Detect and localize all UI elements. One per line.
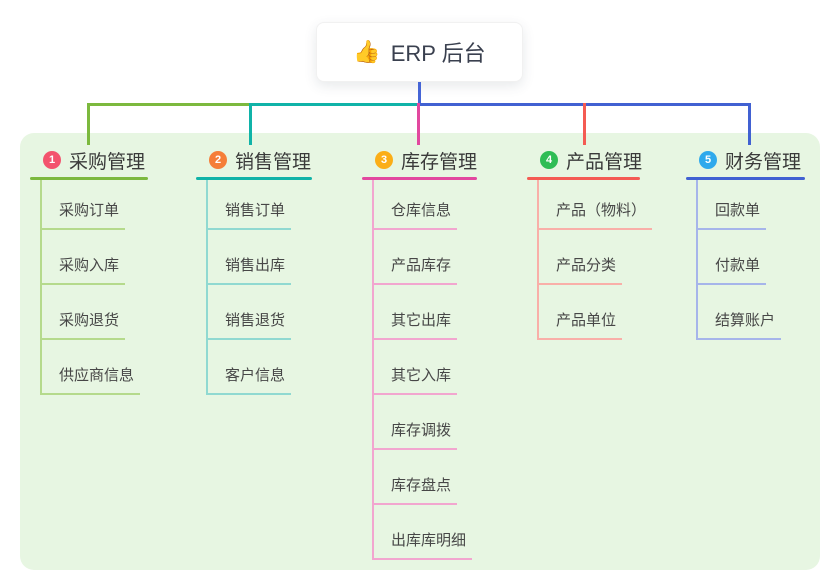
child-node[interactable]: 付款单 [698, 254, 767, 285]
thumbs-up-icon: 👍 [353, 39, 381, 64]
branch-node[interactable]: 4 产品管理 [527, 145, 643, 175]
child-node[interactable]: 采购入库 [42, 254, 126, 285]
branch-number-badge: 1 [43, 151, 61, 169]
branch-node-label: 销售管理 [235, 151, 312, 173]
child-node[interactable]: 采购退货 [42, 309, 126, 340]
rail-line-left [87, 103, 252, 106]
branch-4: 4 产品管理产品（物料） 产品分类产品单位 [527, 145, 653, 340]
child-node[interactable]: 销售出库 [208, 254, 292, 285]
branch-node-label: 财务管理 [725, 151, 802, 173]
branch-node[interactable]: 3 库存管理 [362, 145, 477, 175]
root-node-label: ERP 后台 [390, 41, 486, 66]
child-row: 客户信息 [208, 340, 292, 395]
branch-children-group: 仓库信息产品库存其它出库其它入库库存调拨库存盘点出库库明细 [372, 180, 473, 560]
child-node[interactable]: 供应商信息 [42, 364, 141, 395]
branch-number-badge: 3 [375, 151, 393, 169]
child-row: 其它入库 [374, 340, 458, 395]
child-row: 采购退货 [42, 285, 126, 340]
child-node[interactable]: 其它出库 [374, 309, 458, 340]
child-node[interactable]: 产品单位 [539, 309, 623, 340]
child-row: 销售出库 [208, 230, 292, 285]
child-row: 其它出库 [374, 285, 458, 340]
child-node[interactable]: 产品分类 [539, 254, 623, 285]
child-row: 采购订单 [42, 180, 126, 230]
rail-line-mid [249, 103, 420, 106]
branch-number-badge: 5 [699, 151, 717, 169]
child-node[interactable]: 结算账户 [698, 309, 782, 340]
child-node[interactable]: 回款单 [698, 199, 767, 230]
child-node[interactable]: 出库库明细 [374, 529, 473, 560]
branch-underline [527, 177, 640, 180]
branch-underline [30, 177, 148, 180]
branch-node[interactable]: 2 销售管理 [196, 145, 312, 175]
branch-3: 3 库存管理仓库信息产品库存其它出库其它入库库存调拨库存盘点出库库明细 [362, 145, 477, 560]
child-node[interactable]: 仓库信息 [374, 199, 458, 230]
child-row: 销售退货 [208, 285, 292, 340]
branch-drop-line [748, 103, 751, 145]
child-row: 产品库存 [374, 230, 458, 285]
branch-children-group: 采购订单采购入库采购退货供应商信息 [40, 180, 141, 395]
child-node[interactable]: 采购订单 [42, 199, 126, 230]
branch-number-badge: 2 [209, 151, 227, 169]
child-row: 产品（物料） [539, 180, 653, 230]
child-node[interactable]: 客户信息 [208, 364, 292, 395]
child-row: 库存调拨 [374, 395, 458, 450]
child-row: 库存盘点 [374, 450, 458, 505]
branch-node-label: 采购管理 [69, 151, 146, 173]
child-row: 仓库信息 [374, 180, 458, 230]
branch-drop-line [249, 103, 252, 145]
child-row: 供应商信息 [42, 340, 141, 395]
branch-5: 5 财务管理回款单付款单结算账户 [686, 145, 805, 340]
root-stem-line [418, 82, 421, 106]
branch-node-label: 产品管理 [566, 151, 643, 173]
branch-1: 1 采购管理采购订单采购入库采购退货供应商信息 [30, 145, 148, 395]
branch-node-label: 库存管理 [401, 151, 478, 173]
branch-node[interactable]: 5 财务管理 [686, 145, 805, 175]
child-row: 产品单位 [539, 285, 623, 340]
branch-children-group: 产品（物料） 产品分类产品单位 [537, 180, 653, 340]
child-node[interactable]: 产品库存 [374, 254, 458, 285]
child-node[interactable]: 库存调拨 [374, 419, 458, 450]
child-row: 采购入库 [42, 230, 126, 285]
child-row: 结算账户 [698, 285, 782, 340]
root-node[interactable]: 👍 ERP 后台 [316, 22, 523, 82]
child-row: 销售订单 [208, 180, 292, 230]
child-row: 出库库明细 [374, 505, 473, 560]
branch-underline [362, 177, 477, 180]
branch-underline [196, 177, 312, 180]
child-row: 回款单 [698, 180, 767, 230]
child-node[interactable]: 销售订单 [208, 199, 292, 230]
branch-drop-line [87, 103, 90, 145]
branch-2: 2 销售管理销售订单销售出库销售退货客户信息 [196, 145, 312, 395]
branch-drop-line [583, 103, 586, 145]
child-node[interactable]: 其它入库 [374, 364, 458, 395]
branch-children-group: 回款单付款单结算账户 [696, 180, 782, 340]
child-row: 产品分类 [539, 230, 623, 285]
child-node[interactable]: 产品（物料） [539, 199, 653, 230]
branch-drop-line [417, 103, 420, 145]
branch-underline [686, 177, 805, 180]
child-row: 付款单 [698, 230, 767, 285]
branch-node[interactable]: 1 采购管理 [30, 145, 148, 175]
branch-number-badge: 4 [540, 151, 558, 169]
child-node[interactable]: 销售退货 [208, 309, 292, 340]
branches-panel [20, 133, 820, 570]
branch-children-group: 销售订单销售出库销售退货客户信息 [206, 180, 292, 395]
child-node[interactable]: 库存盘点 [374, 474, 458, 505]
